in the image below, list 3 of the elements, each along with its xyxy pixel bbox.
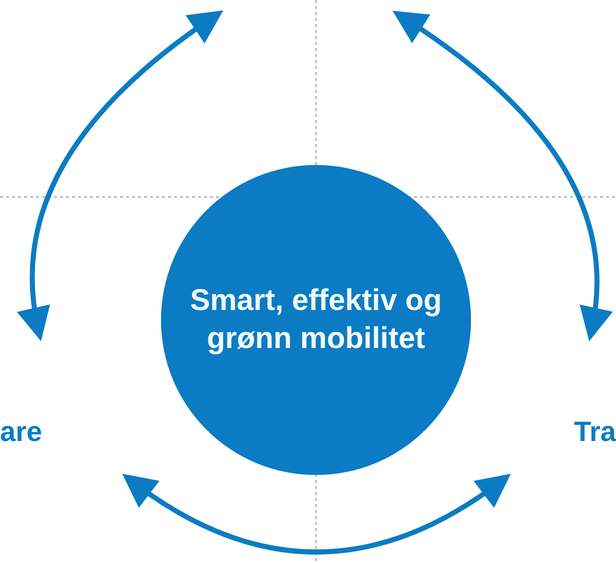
side-label: are	[0, 415, 42, 449]
side-label: Tra	[574, 415, 616, 449]
circle-text: Smart, effektiv og grønn mobilitet	[189, 283, 443, 357]
